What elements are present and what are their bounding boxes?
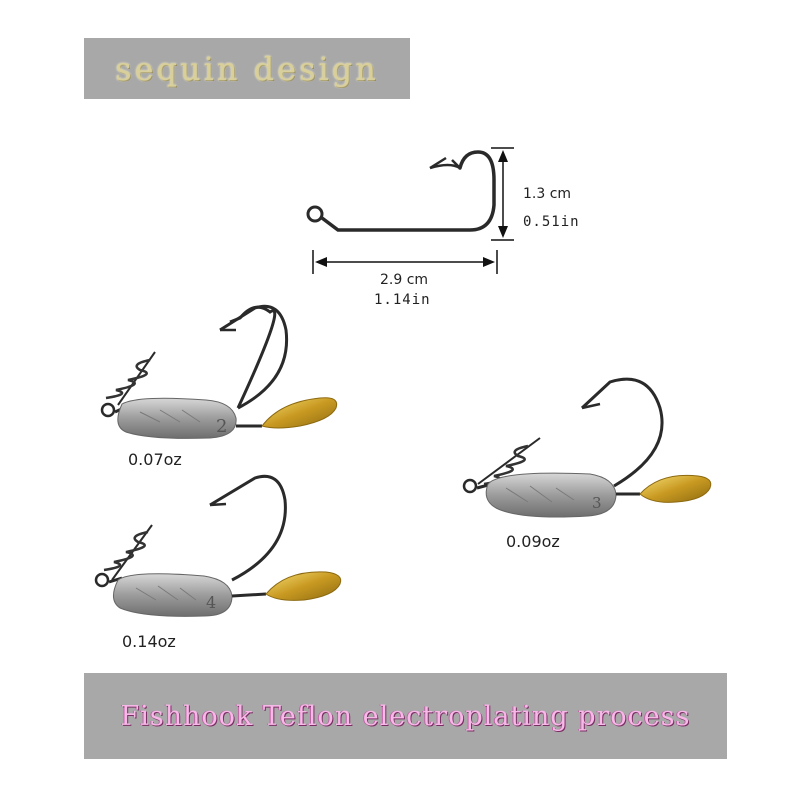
width-dimension-line [312,250,498,274]
head-mark: 2 [216,416,227,437]
bottom-banner: Fishhook Teflon electroplating process [84,673,727,759]
width-in-label: 1.14in [374,292,431,308]
top-banner: sequin design [84,38,410,99]
weighted-hook-0-09oz: 3 [462,377,712,518]
weighted-hook-0-14oz: 4 [94,474,342,617]
top-banner-text: sequin design [115,49,379,88]
weight-label-0-07oz: 0.07oz [128,450,182,469]
head-mark: 4 [206,593,216,612]
bottom-banner-text: Fishhook Teflon electroplating process [120,700,691,732]
width-cm-label: 2.9 cm [380,272,429,288]
weight-label-0-09oz: 0.09oz [506,532,560,551]
weighted-hook-0-07oz: 2 [100,304,338,439]
weight-label-0-14oz: 0.14oz [122,632,176,651]
height-in-label: 0.51in [523,214,580,230]
head-mark: 3 [592,494,602,512]
height-dimension-line [491,147,514,241]
hook-diagram [306,150,496,232]
height-cm-label: 1.3 cm [523,186,572,202]
